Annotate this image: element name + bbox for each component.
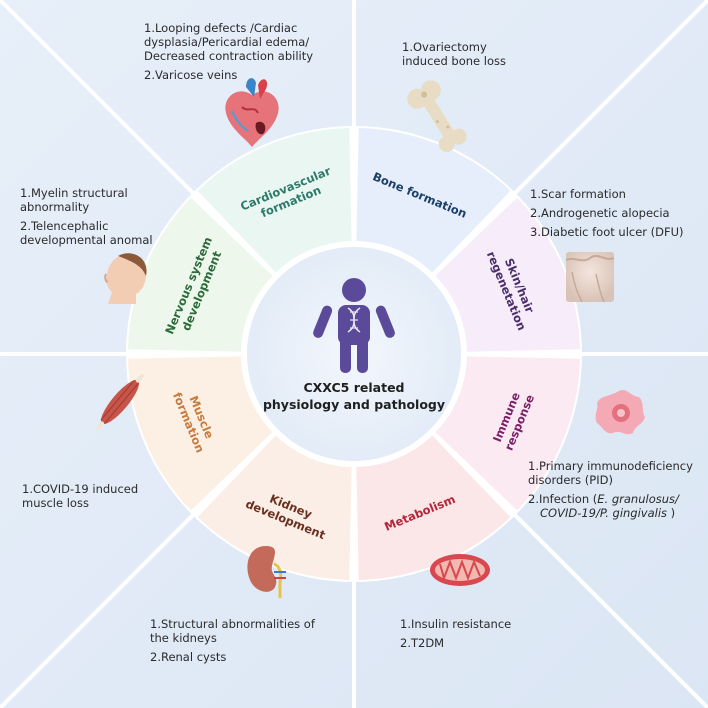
- ring-segment-immune: [433, 356, 580, 511]
- note-cardio: 1.Looping defects /Cardiac dysplasia/Per…: [144, 21, 317, 82]
- note-kidney-line: 1.Structural abnormalities of: [150, 617, 316, 631]
- note-metabolism: 1.Insulin resistance 2.T2DM: [400, 617, 515, 650]
- ring-segment-metabolism: [356, 433, 511, 580]
- center-title-line1: CXXC5 related: [304, 380, 405, 395]
- note-skin-line: 3.Diabetic foot ulcer (DFU): [530, 225, 684, 239]
- note-immune: 1.Primary immunodeficiency disorders (PI…: [528, 459, 697, 520]
- ring-segment-bone: [356, 128, 511, 275]
- ring-segment-skin: [433, 197, 580, 352]
- note-immune-line: ): [667, 506, 675, 520]
- note-skin-line: 2.Androgenetic alopecia: [530, 206, 670, 220]
- kidney-icon: [247, 546, 286, 598]
- note-immune-italic: E. granulosus/: [597, 492, 680, 506]
- note-metabolism-line: 1.Insulin resistance: [400, 617, 511, 631]
- note-immune-line: disorders (PID): [528, 473, 613, 487]
- note-bone: 1.Ovariectomy induced bone loss: [402, 40, 506, 68]
- note-nervous: 1.Myelin structural abnormality 2.Telenc…: [20, 186, 153, 247]
- mitochondrion-icon: [430, 554, 490, 586]
- note-metabolism-line: 2.T2DM: [400, 636, 444, 650]
- note-bone-line: induced bone loss: [402, 54, 506, 68]
- ring-segment-cardio: [197, 128, 352, 275]
- note-muscle-line: muscle loss: [22, 496, 89, 510]
- human-head-icon: [104, 253, 147, 304]
- heart-icon: [225, 78, 279, 147]
- person-dna-icon: [313, 278, 395, 373]
- note-immune-line: 2.Infection (: [528, 492, 597, 506]
- note-immune-line: 1.Primary immunodeficiency: [528, 459, 693, 473]
- note-bone-line: 1.Ovariectomy: [402, 40, 487, 54]
- note-kidney-line: the kidneys: [150, 631, 217, 645]
- note-cardio-line: 1.Looping defects /Cardiac: [144, 21, 297, 35]
- note-cardio-line: dysplasia/Pericardial edema/: [144, 35, 309, 49]
- note-kidney-line: 2.Renal cysts: [150, 650, 226, 664]
- note-muscle-line: 1.COVID-19 induced: [22, 482, 138, 496]
- note-immune-italic: COVID-19/P. gingivalis: [540, 506, 667, 520]
- ring-segment-kidney: [197, 433, 352, 580]
- note-cardio-line: Decreased contraction ability: [144, 49, 313, 63]
- center-title-line2: physiology and pathology: [263, 397, 445, 412]
- note-skin-line: 1.Scar formation: [530, 187, 626, 201]
- muscle-icon: [96, 373, 144, 431]
- note-kidney: 1.Structural abnormalities of the kidney…: [150, 617, 319, 664]
- bone-icon: [407, 80, 467, 153]
- ring-segment-nervous: [128, 197, 275, 352]
- immune-cell-icon: [595, 390, 645, 435]
- note-nervous-line: 1.Myelin structural: [20, 186, 128, 200]
- note-skin: 1.Scar formation 2.Androgenetic alopecia…: [530, 187, 684, 239]
- note-cardio-line: 2.Varicose veins: [144, 68, 237, 82]
- inner-circle: [241, 241, 467, 467]
- ring-segment-muscle: [128, 356, 275, 511]
- note-nervous-line: developmental anomal: [20, 233, 153, 247]
- note-nervous-line: 2.Telencephalic: [20, 219, 108, 233]
- skin-icon: [565, 252, 615, 303]
- note-muscle: 1.COVID-19 induced muscle loss: [22, 482, 142, 510]
- ring-segments: [128, 128, 580, 580]
- note-nervous-line: abnormality: [20, 200, 89, 214]
